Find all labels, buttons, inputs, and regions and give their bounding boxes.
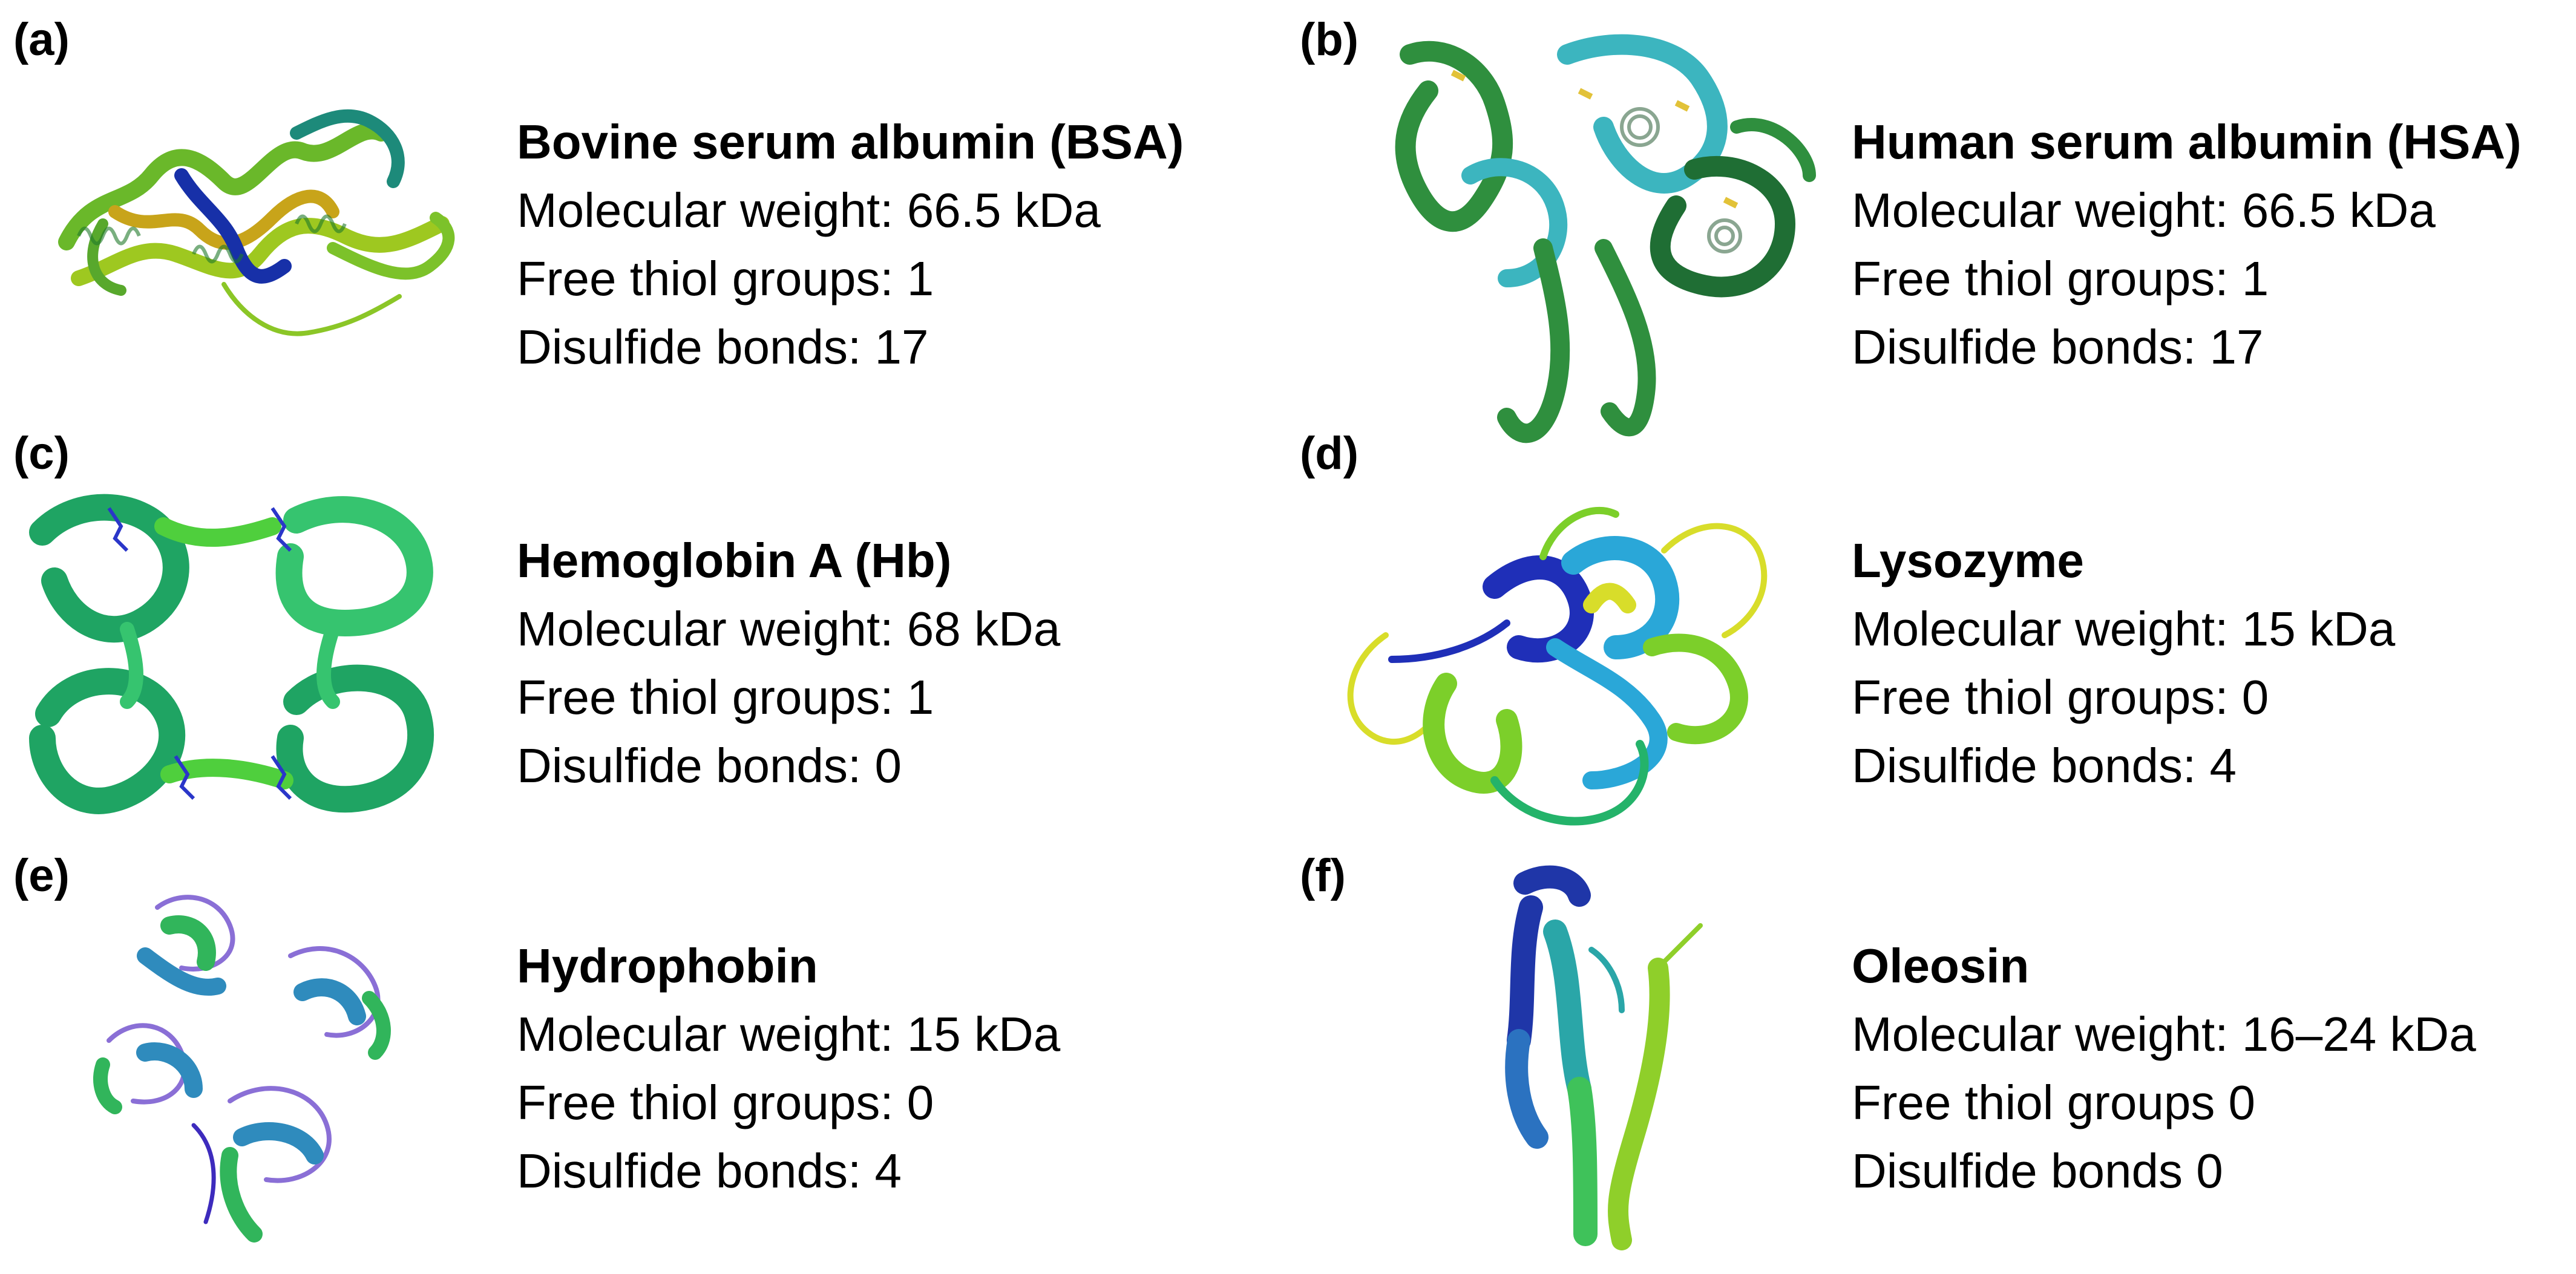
free-thiol-groups: Free thiol groups: 1 [517,252,934,305]
protein-name: Bovine serum albumin (BSA) [517,115,1184,169]
free-thiol-groups: Free thiol groups: 0 [517,1076,934,1129]
lysozyme-ribbon-structure-icon [1347,506,1768,826]
molecular-weight: Molecular weight: 68 kDa [517,602,1061,656]
panel-label: (d) [1300,428,1359,479]
protein-name: Oleosin [1852,939,2030,993]
panel-label: (e) [13,850,70,901]
disulfide-bonds: Disulfide bonds: 17 [517,320,929,374]
panel-label: (c) [13,428,70,479]
hemoglobin-ribbon-structure-icon [29,494,434,814]
lysozyme-info: Lysozyme Molecular weight: 15 kDa Free t… [1852,526,2395,800]
hsa-info: Human serum albumin (HSA) Molecular weig… [1852,108,2522,381]
hemoglobin-info: Hemoglobin A (Hb) Molecular weight: 68 k… [517,526,1060,800]
protein-name: Human serum albumin (HSA) [1852,115,2522,169]
bsa-ribbon-structure-icon [58,109,455,336]
disulfide-bonds: Disulfide bonds: 17 [1852,320,2264,374]
molecular-weight: Molecular weight: 15 kDa [517,1007,1061,1061]
free-thiol-groups: Free thiol groups: 0 [1852,670,2269,724]
free-thiol-groups: Free thiol groups: 1 [1852,252,2269,305]
disulfide-bonds: Disulfide bonds: 4 [517,1144,902,1198]
disulfide-bonds: Disulfide bonds: 4 [1852,739,2237,792]
disulfide-bonds: Disulfide bonds: 0 [517,739,902,792]
protein-name: Hydrophobin [517,939,818,993]
panel-label: (a) [13,14,70,65]
panel-label: (f) [1300,850,1346,901]
molecular-weight: Molecular weight: 66.5 kDa [1852,183,2436,237]
hsa-ribbon-structure-icon [1395,34,1816,443]
molecular-weight: Molecular weight: 66.5 kDa [517,183,1101,237]
disulfide-bonds: Disulfide bonds 0 [1852,1144,2223,1198]
panel-label: (b) [1300,14,1359,65]
molecular-weight: Molecular weight: 16–24 kDa [1852,1007,2476,1061]
bsa-info: Bovine serum albumin (BSA) Molecular wei… [517,108,1184,381]
molecular-weight: Molecular weight: 15 kDa [1852,602,2396,656]
free-thiol-groups: Free thiol groups 0 [1852,1076,2256,1129]
hydrophobin-info: Hydrophobin Molecular weight: 15 kDa Fre… [517,932,1060,1205]
oleosin-ribbon-structure-icon [1505,865,1703,1250]
oleosin-info: Oleosin Molecular weight: 16–24 kDa Free… [1852,932,2476,1205]
protein-name: Lysozyme [1852,534,2084,587]
hydrophobin-ribbon-structure-icon [93,895,391,1243]
free-thiol-groups: Free thiol groups: 1 [517,670,934,724]
protein-name: Hemoglobin A (Hb) [517,534,952,587]
